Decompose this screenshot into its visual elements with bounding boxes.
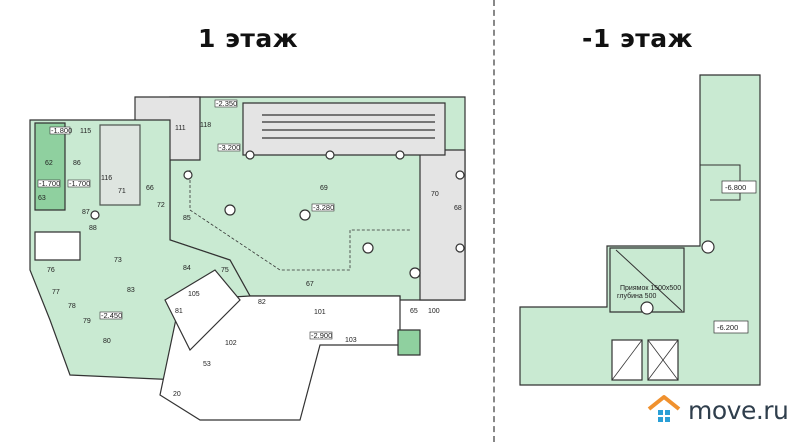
gray-corridor	[99, 124, 141, 206]
room-label: 84	[183, 265, 191, 272]
room-label: 86	[73, 160, 81, 167]
room-label: 68	[454, 205, 462, 212]
divider	[493, 0, 495, 442]
level-mark: -3.200	[219, 143, 240, 152]
room-label: 82	[258, 299, 266, 306]
pit-note: Приямок 1500х500	[620, 285, 681, 292]
gray-zone-right	[419, 149, 466, 301]
room-label: 88	[89, 225, 97, 232]
room-label: 100	[428, 308, 440, 315]
room-label: 79	[83, 318, 91, 325]
pit-depth-note: глубина 500	[617, 292, 656, 300]
level-mark: -2.350	[216, 99, 237, 108]
room-label: 66	[146, 185, 154, 192]
level-mark: -2.900	[311, 331, 332, 340]
escalator-block	[242, 102, 446, 156]
room-label: 111	[175, 125, 186, 132]
floor-1-title: 1 этаж	[198, 24, 299, 53]
basement-area	[519, 74, 761, 386]
room-label: 65	[410, 308, 418, 315]
room-label: 71	[118, 188, 126, 195]
brand-name: move.ru	[688, 395, 789, 425]
room-label: 72	[157, 202, 165, 209]
floor-minus1-labels: -6.800 -6.200 Приямок 1500х500 глубина 5…	[617, 180, 757, 334]
room-label: 87	[82, 209, 90, 216]
room-label: 76	[47, 267, 55, 274]
room-label: 103	[345, 337, 357, 344]
floor-1-room-labels: 115 62 86 63 116 111 118 71 66 72 85 87 …	[38, 122, 462, 398]
room-label: 85	[183, 215, 191, 222]
lift-shaft	[164, 269, 241, 352]
room-label: 77	[52, 289, 60, 296]
level-mark: -3.280	[313, 203, 334, 212]
room-label: 116	[101, 175, 112, 182]
level-mark: -2.450	[101, 311, 122, 320]
room-label: 62	[45, 160, 53, 167]
level-mark: -1.700	[39, 179, 60, 188]
room-label: 63	[38, 195, 46, 202]
lower-white	[159, 295, 401, 421]
level-mark: -1.800	[51, 126, 72, 135]
room-label: 73	[114, 257, 122, 264]
room-label: 20	[173, 391, 181, 398]
floor-1-level-marks: -1.800 -1.700 -1.700 -2.350 -3.200 -3.28…	[37, 99, 335, 340]
stair-green	[397, 329, 421, 356]
room-label: 105	[188, 291, 200, 298]
dark-green-room	[34, 122, 66, 211]
floor-minus1-plan	[519, 74, 761, 386]
room-label: 81	[175, 308, 183, 315]
room-label: 80	[103, 338, 111, 345]
level-mark: -6.200	[717, 323, 738, 332]
floor-1-plan	[29, 96, 466, 421]
lift-block	[34, 231, 81, 261]
move-ru-logo[interactable]: move.ru	[646, 393, 789, 427]
room-label: 69	[320, 185, 328, 192]
room-label: 118	[200, 122, 211, 129]
room-label: 102	[225, 340, 237, 347]
level-mark: -6.800	[725, 183, 746, 192]
room-label: 83	[127, 287, 135, 294]
room-label: 75	[221, 267, 229, 274]
room-label: 53	[203, 361, 211, 368]
floor-minus1-title: -1 этаж	[582, 24, 694, 53]
house-icon	[647, 395, 681, 422]
level-mark: -1.700	[69, 179, 90, 188]
room-label: 101	[314, 309, 326, 316]
room-label: 78	[68, 303, 76, 310]
room-label: 67	[306, 281, 314, 288]
room-label: 70	[431, 191, 439, 198]
room-label: 115	[80, 128, 91, 135]
